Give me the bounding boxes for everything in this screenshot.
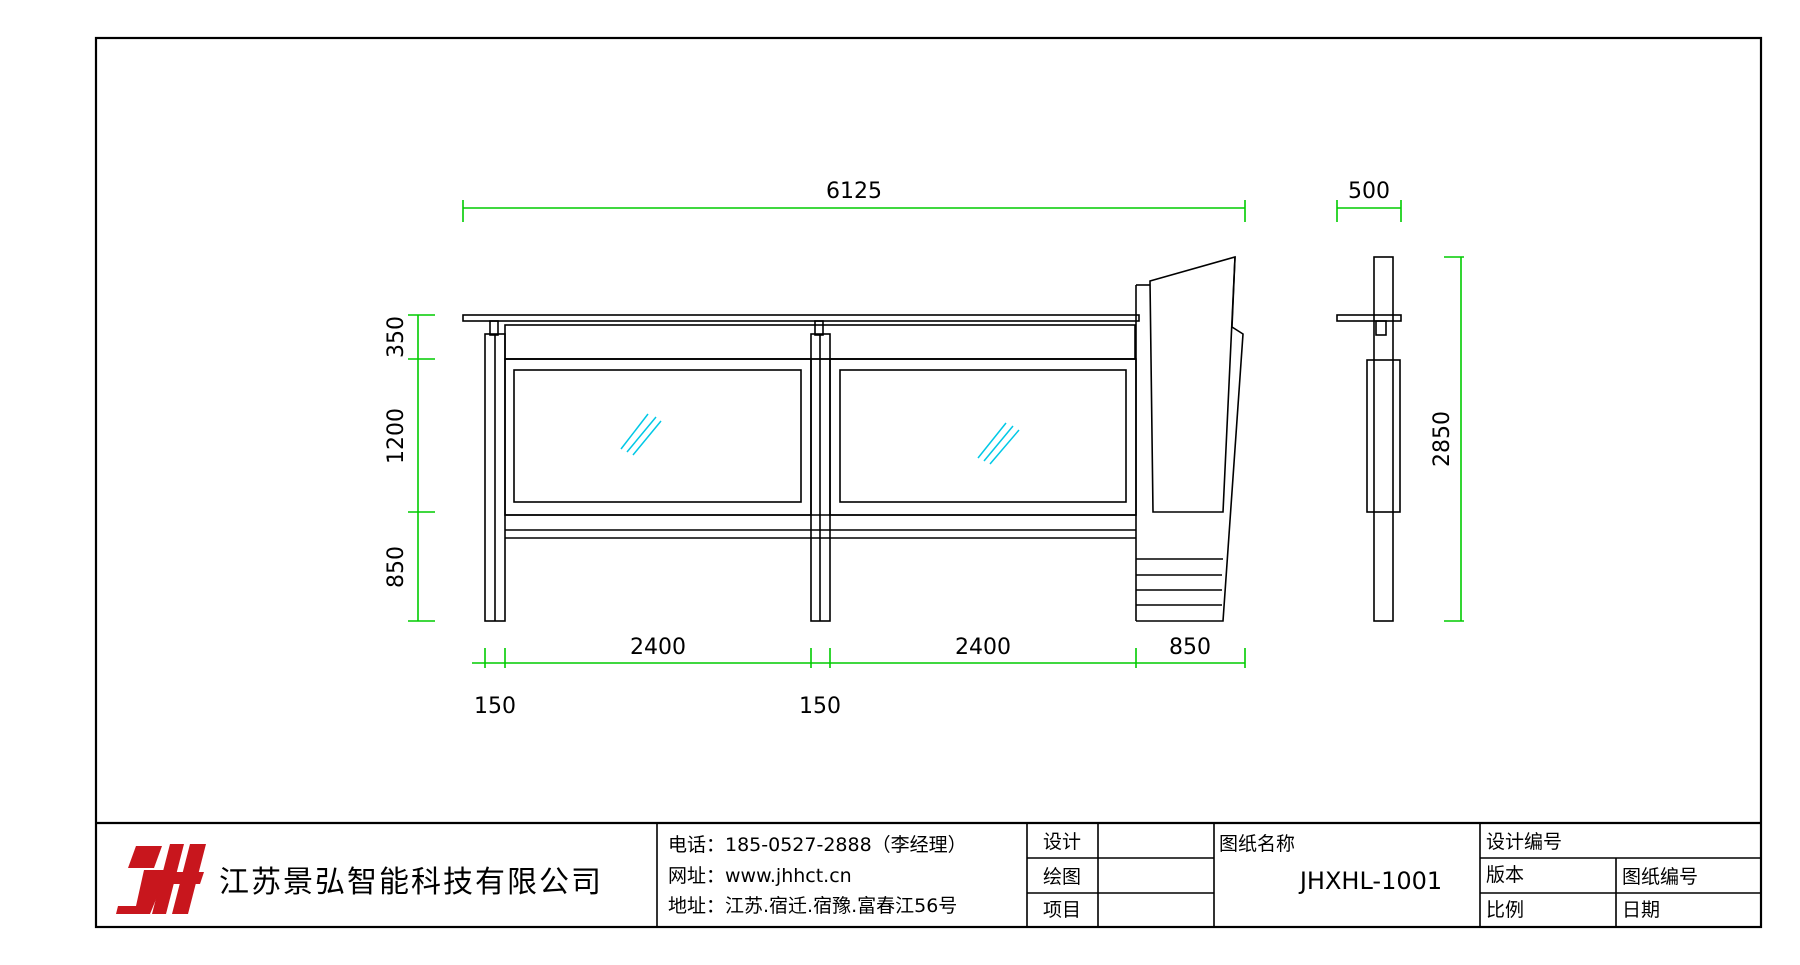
dim-roof-height: 350 — [384, 316, 409, 358]
display-panel-2-glass — [839, 369, 1127, 503]
glass-reflection-1 — [620, 413, 662, 456]
label-drawing-number: 图纸编号 — [1622, 866, 1698, 888]
label-design-number: 设计编号 — [1486, 831, 1562, 853]
side-connector — [1375, 320, 1387, 336]
dimension-lines — [408, 200, 1464, 668]
dim-panel2-width: 2400 — [955, 635, 1011, 660]
drawing-code: JHXHL-1001 — [1298, 867, 1442, 895]
dim-total-width: 6125 — [826, 179, 882, 204]
label-version: 版本 — [1486, 864, 1524, 886]
side-sign-column — [1135, 255, 1244, 622]
contact-phone: 电话：185-0527-2888（李经理） — [668, 834, 967, 856]
title-block — [96, 821, 1761, 927]
dim-panel-height: 1200 — [384, 408, 409, 464]
side-roof — [1336, 314, 1402, 322]
company-logo-icon — [116, 844, 206, 914]
dim-post1-width: 150 — [474, 694, 516, 719]
display-panel-1 — [504, 358, 812, 516]
dim-base-height: 850 — [384, 546, 409, 588]
roof-canopy — [462, 314, 1140, 322]
front-elevation — [462, 255, 1244, 622]
side-panel — [1366, 359, 1401, 513]
label-date: 日期 — [1622, 899, 1660, 921]
label-design: 设计 — [1043, 831, 1081, 853]
side-post — [1373, 256, 1394, 622]
display-panel-1-glass — [513, 369, 802, 503]
dim-panel1-width: 2400 — [630, 635, 686, 660]
drawing-frame — [94, 36, 1763, 929]
label-project: 项目 — [1043, 899, 1081, 921]
dim-total-height: 2850 — [1430, 411, 1455, 467]
contact-address: 地址：江苏.宿迁.宿豫.富春江56号 — [668, 895, 957, 917]
dim-side-depth: 500 — [1348, 179, 1390, 204]
roof-connector-left — [489, 320, 499, 336]
dim-side-width: 850 — [1169, 635, 1211, 660]
roof-connector-middle — [814, 320, 824, 336]
label-scale: 比例 — [1486, 899, 1524, 921]
display-panel-2 — [829, 358, 1137, 516]
company-name: 江苏景弘智能科技有限公司 — [219, 865, 603, 900]
contact-website: 网址：www.jhhct.cn — [668, 865, 852, 887]
dim-post2-width: 150 — [799, 694, 841, 719]
label-drawing-name: 图纸名称 — [1219, 833, 1295, 855]
side-elevation — [1336, 256, 1402, 622]
label-drawing: 绘图 — [1043, 866, 1081, 888]
glass-reflection-2 — [977, 422, 1020, 465]
